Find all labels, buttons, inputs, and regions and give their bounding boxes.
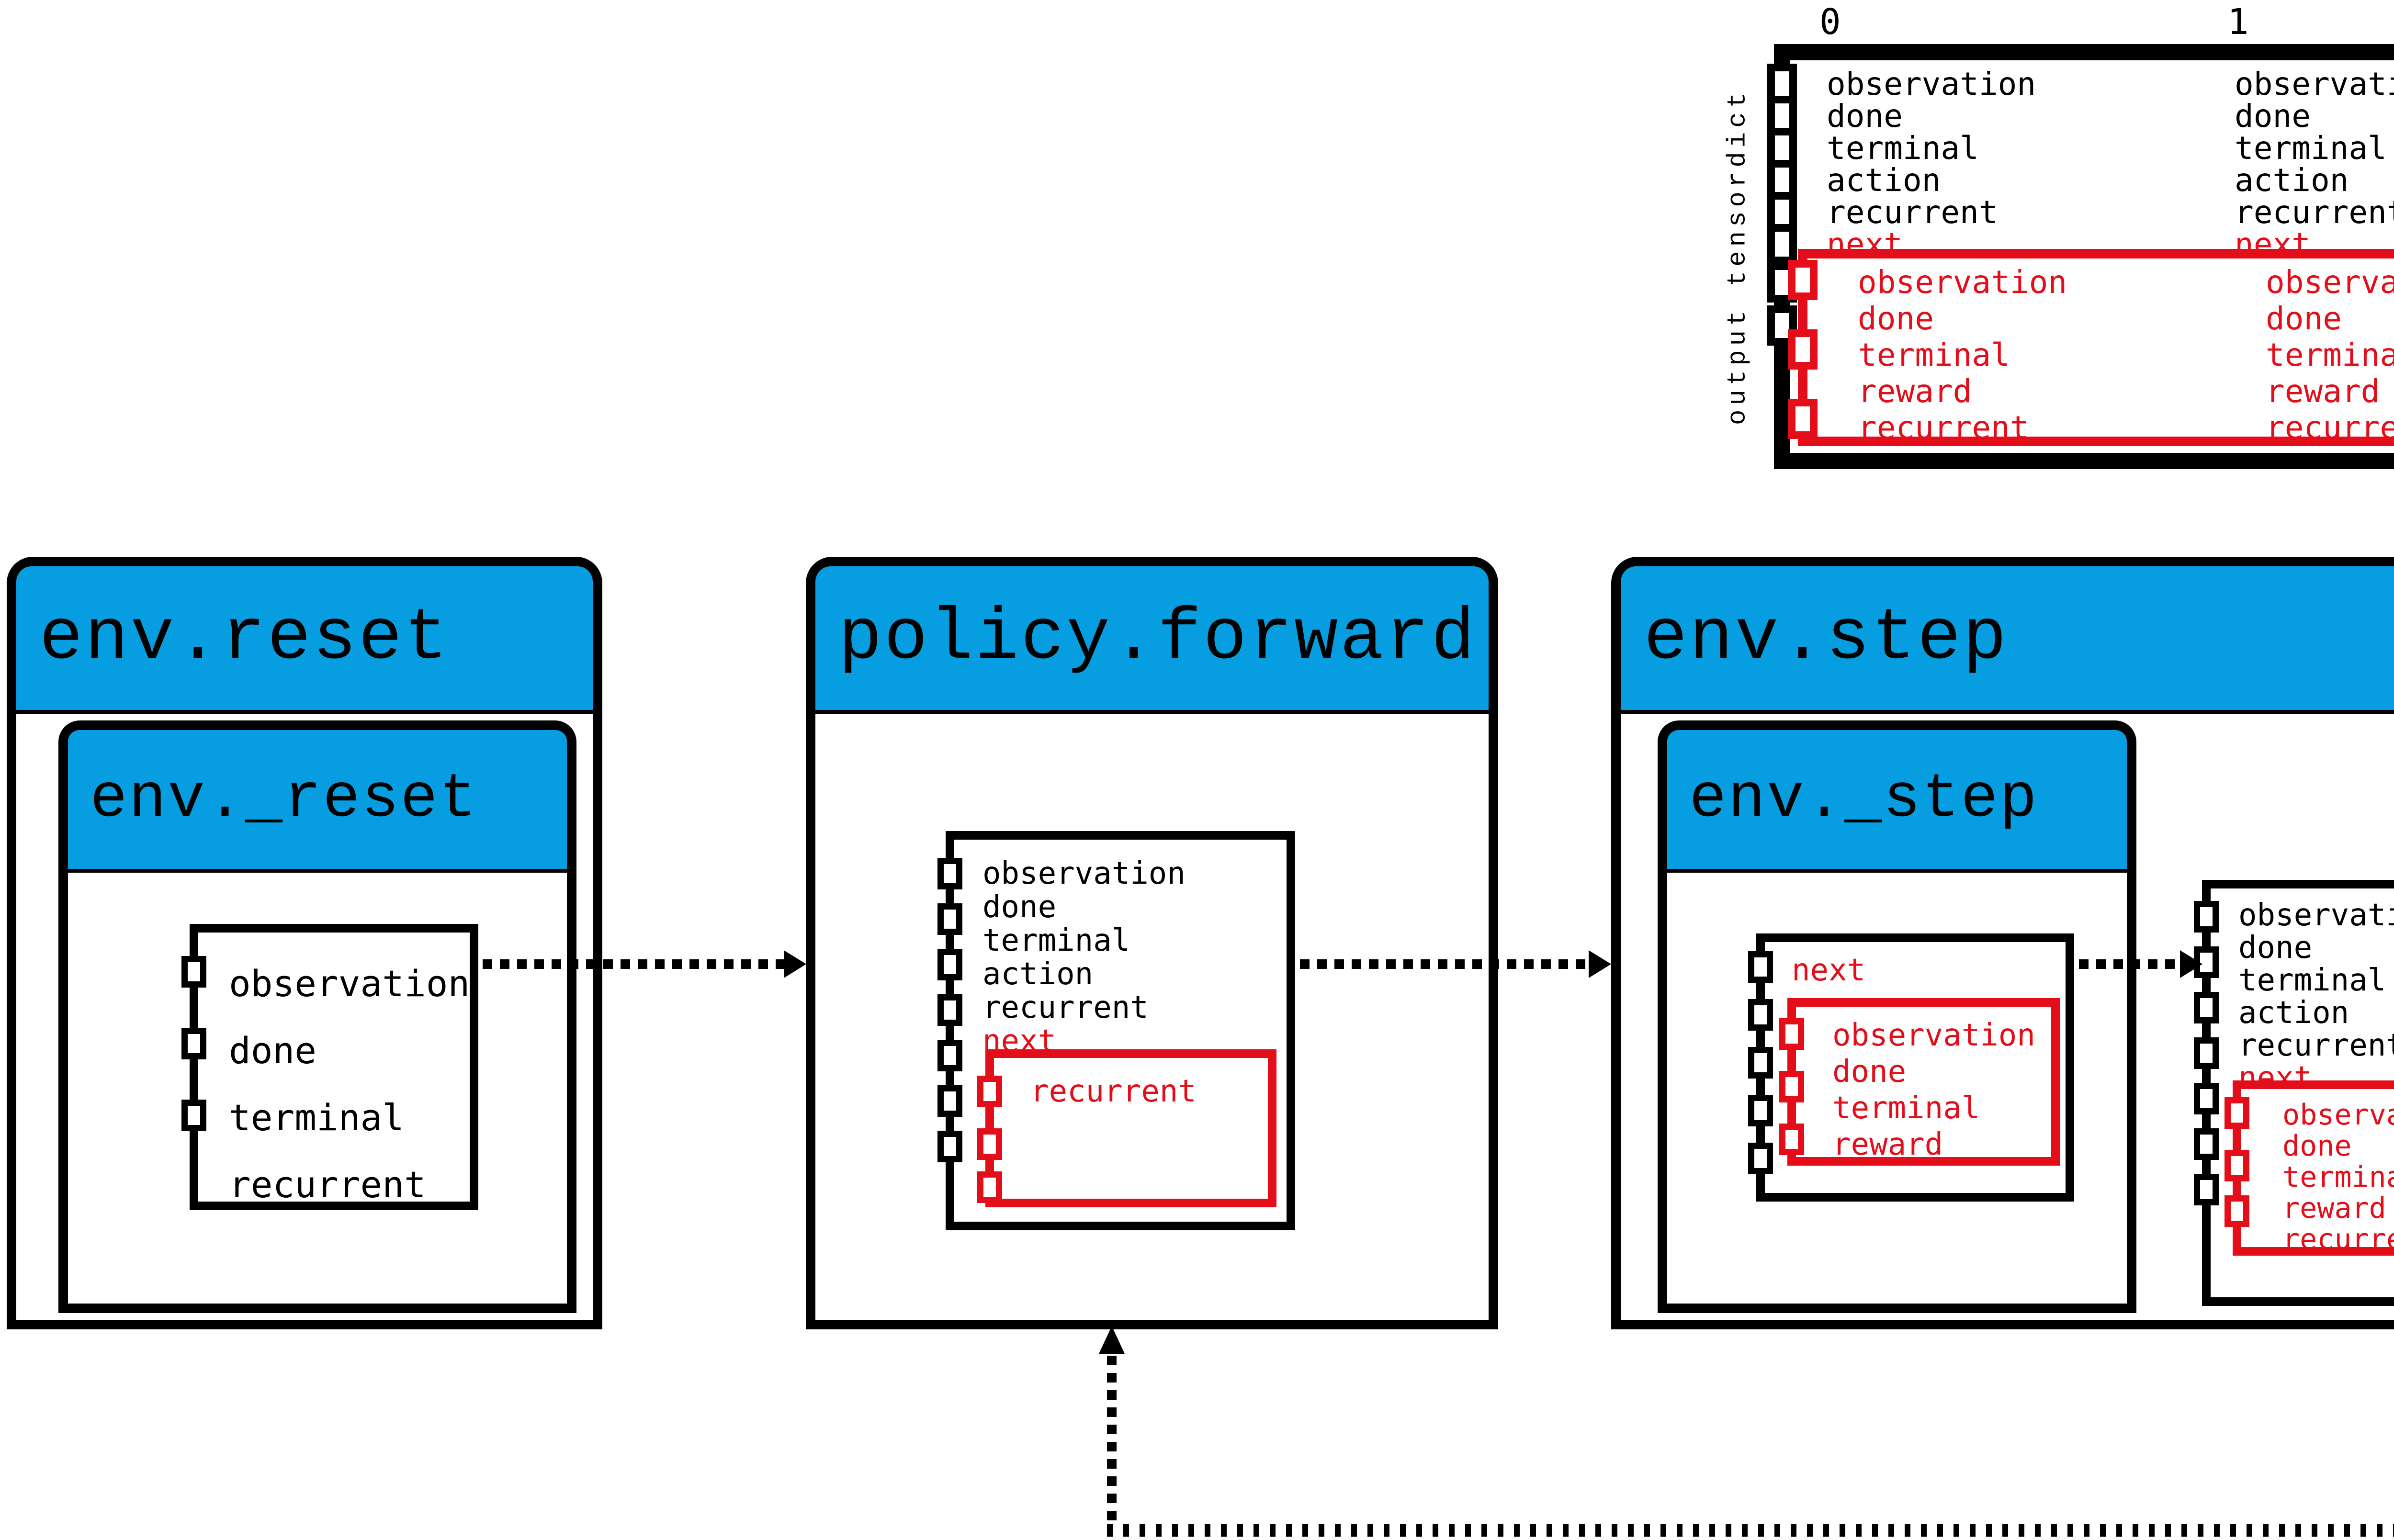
flow-arrow-result-to-merged: [2079, 959, 2180, 969]
env-reset-header: env.reset: [16, 566, 593, 714]
key-icon: [937, 903, 962, 935]
env-step-title: env.step: [1644, 596, 2009, 680]
output-td-column: observation done terminal action recurre…: [1827, 66, 2036, 263]
output-tensordict-side-label: output tensordict: [1723, 88, 1753, 425]
arrowhead-right-icon: [784, 950, 806, 978]
key-icon: [181, 1028, 206, 1059]
key-icon: [1767, 224, 1797, 264]
output-td-next-column: observation done terminal reward recurre…: [1858, 264, 2067, 446]
key-icon: [181, 1100, 206, 1131]
key-icon: [2194, 1037, 2219, 1069]
env-step-merged-fields: observation done terminal action recurre…: [2238, 898, 2394, 1096]
flow-arrow-reset-to-policy: [483, 959, 784, 969]
policy-forward-next-box: [985, 1049, 1276, 1207]
feedback-line-up: [1107, 1356, 1117, 1527]
env-step-result-next-box: [1787, 998, 2060, 1166]
output-td-next-box: [1798, 249, 2394, 446]
key-icon: [1788, 329, 1818, 370]
policy-forward-title: policy.forward: [838, 596, 1477, 680]
key-icon: [2194, 992, 2219, 1023]
key-icon: [1748, 1047, 1773, 1079]
policy-forward-header: policy.forward: [815, 566, 1489, 714]
env--step-header: env._step: [1667, 730, 2127, 873]
env-step-result-next-fields: observation done terminal reward: [1832, 1018, 2035, 1162]
column-label-0: 0: [1819, 1, 1841, 43]
key-icon: [937, 858, 962, 889]
key-icon: [2194, 1174, 2219, 1205]
env--reset-box: env._reset: [58, 720, 576, 1313]
env-reset-title: env.reset: [39, 596, 450, 680]
key-icon: [977, 1076, 1002, 1107]
key-icon: [937, 994, 962, 1026]
column-label-1: 1: [2227, 1, 2249, 43]
key-icon: [1748, 1143, 1773, 1174]
key-icon: [2194, 1083, 2219, 1114]
env-step-result-next-label: next: [1792, 953, 1866, 988]
key-icon: [937, 1040, 962, 1071]
key-icon: [1748, 999, 1773, 1031]
env-step-merged-next-fields: observation done terminal reward recurre…: [2282, 1098, 2394, 1256]
feedback-line-bottom: [1107, 1524, 2394, 1537]
policy-forward-fields: observation done terminal action recurre…: [982, 856, 1186, 1059]
env--reset-header: env._reset: [68, 730, 567, 873]
arrowhead-right-icon: [2180, 950, 2202, 978]
env-reset-tensordict: [190, 924, 478, 1210]
key-icon: [1779, 1124, 1804, 1155]
key-icon: [2194, 1128, 2219, 1160]
key-icon: [1748, 951, 1773, 983]
env--step-title: env._step: [1689, 764, 2039, 835]
key-icon: [937, 1131, 962, 1162]
arrowhead-up-icon: [1099, 1326, 1125, 1354]
env--reset-title: env._reset: [90, 764, 478, 835]
key-icon: [1748, 1095, 1773, 1126]
key-icon: [977, 1128, 1002, 1160]
key-icon: [1788, 260, 1818, 300]
policy-forward-next-fields: recurrent: [1030, 1074, 1197, 1109]
key-icon: [1779, 1018, 1804, 1050]
output-td-next-column: observation done terminal reward recurre…: [2266, 264, 2394, 446]
env-reset-fields: observation done terminal recurrent: [229, 962, 470, 1206]
key-icon: [2225, 1195, 2249, 1227]
key-icon: [937, 1085, 962, 1117]
key-icon: [977, 1171, 1002, 1203]
key-icon: [2194, 901, 2219, 933]
key-icon: [2225, 1097, 2249, 1129]
key-icon: [2225, 1150, 2249, 1181]
key-icon: [937, 949, 962, 980]
output-td-column: observation done terminal action recurre…: [2235, 66, 2394, 263]
env-step-header: env.step: [1621, 566, 2394, 714]
key-icon: [181, 956, 206, 988]
key-icon: [1779, 1071, 1804, 1102]
key-icon: [1788, 399, 1818, 439]
flow-arrow-policy-to-step: [1300, 959, 1589, 969]
arrowhead-right-icon: [1589, 950, 1611, 978]
